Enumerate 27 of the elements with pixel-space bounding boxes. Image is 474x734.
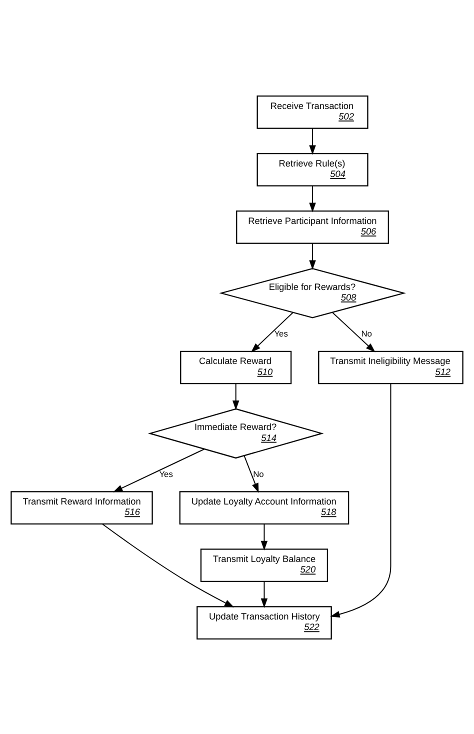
- arrow: [112, 448, 205, 492]
- node-box: Update Loyalty Account Information 518: [179, 490, 350, 524]
- edge-label: No: [361, 328, 372, 338]
- arrow: [232, 382, 240, 410]
- arrow: [330, 382, 392, 618]
- arrow: [309, 185, 316, 212]
- arrow: [260, 580, 268, 608]
- node-box: Receive Transaction 502: [256, 95, 368, 128]
- arrow: [250, 311, 294, 352]
- node-box: Transmit Reward Information 516: [10, 490, 153, 524]
- arrow: [244, 454, 259, 492]
- arrow: [332, 311, 376, 352]
- edge-label: No: [253, 468, 264, 478]
- node-box: Transmit Ineligibility Message 512: [318, 350, 464, 384]
- node-box: Retrieve Participant Information 506: [236, 210, 389, 244]
- node-box: Transmit Loyalty Balance 520: [200, 548, 328, 582]
- arrow: [309, 128, 316, 154]
- arrow: [102, 523, 234, 607]
- node-box: Calculate Reward 510: [180, 350, 292, 384]
- arrow: [309, 242, 316, 270]
- edge-label: Yes: [274, 328, 288, 338]
- edge-label: Yes: [159, 468, 173, 478]
- node-box: Retrieve Rule(s) 504: [256, 152, 368, 186]
- node-diamond: Immediate Reward? 514: [148, 408, 324, 458]
- node-box: Update Transaction History 522: [196, 606, 332, 639]
- arrow: [260, 523, 268, 550]
- node-diamond: Eligible for Rewards? 508: [219, 268, 406, 318]
